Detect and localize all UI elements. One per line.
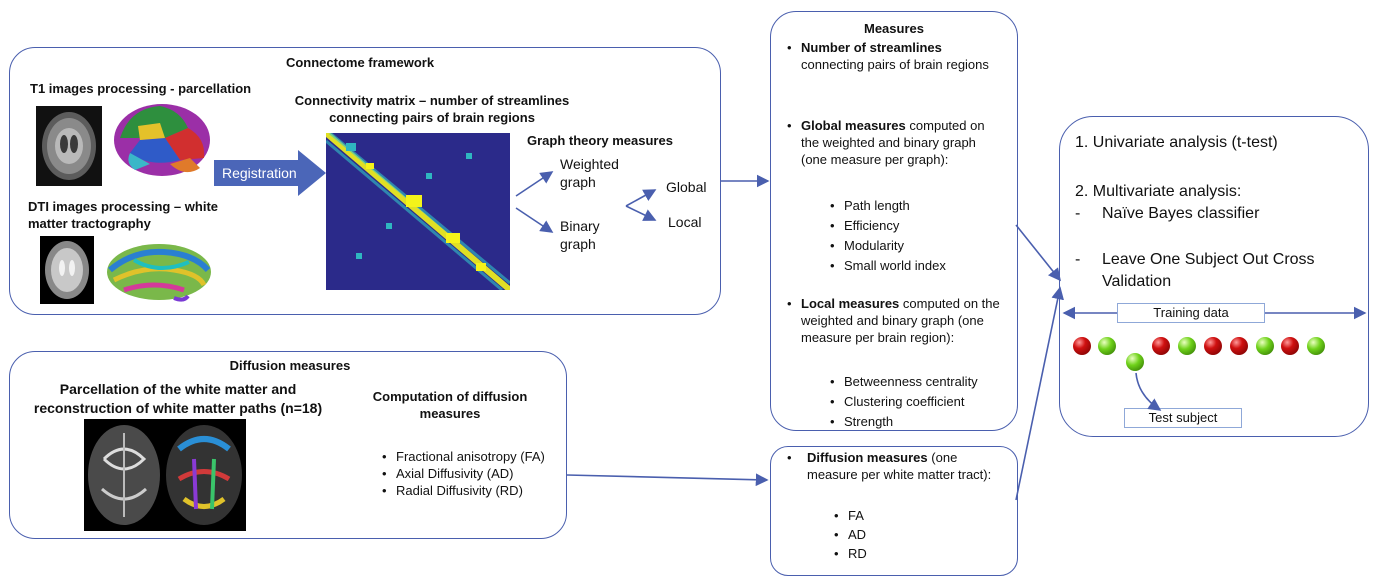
global-measures-list: Path length Efficiency Modularity Small …	[828, 196, 998, 276]
dti-title: DTI images processing – white matter tra…	[28, 199, 218, 231]
arrow-tract-analysis	[1015, 286, 1064, 501]
arrow-diffusion-tract	[566, 473, 769, 487]
arrow-to-local	[625, 205, 657, 221]
matrix-title: Connectivity matrix – number of streamli…	[294, 93, 570, 125]
streamlines-rest: connecting pairs of brain regions	[801, 57, 989, 72]
diffusion-item: Radial Diffusivity (RD)	[382, 482, 560, 499]
binary-graph-label: Binary graph	[560, 218, 600, 252]
test-subject-arrow	[1135, 372, 1162, 411]
local-measure: Betweenness centrality	[830, 372, 1008, 392]
tract-measure: AD	[834, 525, 912, 544]
arrow-to-binary	[515, 207, 554, 233]
local-measure: Strength	[830, 412, 1008, 432]
t1-mri-image	[36, 106, 102, 186]
naive-bayes-label: Naïve Bayes classifier	[1102, 205, 1260, 222]
registration-label: Registration	[222, 165, 297, 181]
global-label: Global	[666, 179, 707, 195]
loso-label: Leave One Subject Out Cross Validation	[1102, 251, 1315, 290]
global-measure: Small world index	[830, 256, 998, 276]
local-label: Local	[668, 214, 702, 230]
fa-map-image	[84, 419, 246, 531]
subject-ball	[1281, 337, 1299, 355]
tractography-image	[104, 240, 214, 306]
diffusion-item: Fractional anisotropy (FA)	[382, 448, 560, 465]
subject-ball	[1152, 337, 1170, 355]
tract-measure: FA	[834, 506, 912, 525]
subject-ball	[1204, 337, 1222, 355]
dti-scan-image	[40, 236, 94, 304]
registration-arrow	[214, 150, 326, 196]
connectome-title: Connectome framework	[285, 55, 435, 70]
subject-ball	[1307, 337, 1325, 355]
global-rest: computed on the weighted and binary grap…	[801, 118, 985, 167]
global-measure: Efficiency	[830, 216, 998, 236]
global-measures-item: • Global measures computed on the weight…	[787, 118, 985, 167]
local-measures-list: Betweenness centrality Clustering coeffi…	[828, 372, 1008, 432]
multivariate-label: 2. Multivariate analysis:	[1075, 183, 1242, 200]
arrow-to-weighted	[515, 171, 554, 197]
subject-ball	[1178, 337, 1196, 355]
subject-ball	[1098, 337, 1116, 355]
connector-arrows	[515, 171, 1367, 501]
arrow-measures-analysis	[1015, 224, 1061, 282]
global-measure: Path length	[830, 196, 998, 216]
diffusion-tract-rest: (one measure per white matter tract):	[807, 450, 992, 482]
univariate-label: 1. Univariate analysis (t-test)	[1075, 134, 1278, 151]
streamlines-item: • Number of streamlines connecting pairs…	[787, 40, 989, 72]
test-subject-label: Test subject	[1124, 408, 1242, 428]
computation-title: Computation of diffusion measures	[372, 389, 528, 421]
subject-ball	[1256, 337, 1274, 355]
connectivity-matrix	[326, 133, 510, 290]
measures-title: Measures	[864, 21, 924, 36]
training-data-label: Training data	[1117, 303, 1265, 323]
test-subject-ball	[1126, 353, 1144, 371]
analysis-panel	[1059, 116, 1369, 437]
parcellated-brain-image	[110, 98, 214, 186]
local-rest: computed on the weighted and binary grap…	[801, 296, 1000, 345]
subject-ball	[1230, 337, 1248, 355]
global-bold: Global measures	[801, 118, 906, 133]
streamlines-bold: Number of streamlines	[801, 40, 942, 55]
diffusion-tract-bold: Diffusion measures	[807, 450, 928, 465]
arrow-to-global	[625, 189, 657, 207]
graph-theory-title: Graph theory measures	[527, 133, 673, 148]
local-measures-item: • Local measures computed on the weighte…	[787, 296, 1000, 345]
diffusion-item: Axial Diffusivity (AD)	[382, 465, 560, 482]
subject-ball	[1073, 337, 1091, 355]
t1-title: T1 images processing - parcellation	[30, 81, 252, 96]
global-measure: Modularity	[830, 236, 998, 256]
parcellation-title: Parcellation of the white matter and rec…	[33, 381, 323, 416]
local-bold: Local measures	[801, 296, 900, 311]
diffusion-items-list: Fractional anisotropy (FA) Axial Diffusi…	[380, 448, 560, 499]
diffusion-tract-text: • Diffusion measures (one measure per wh…	[787, 450, 992, 482]
diffusion-title: Diffusion measures	[229, 358, 351, 373]
local-measure: Clustering coefficient	[830, 392, 1008, 412]
weighted-graph-label: Weighted graph	[560, 156, 619, 190]
